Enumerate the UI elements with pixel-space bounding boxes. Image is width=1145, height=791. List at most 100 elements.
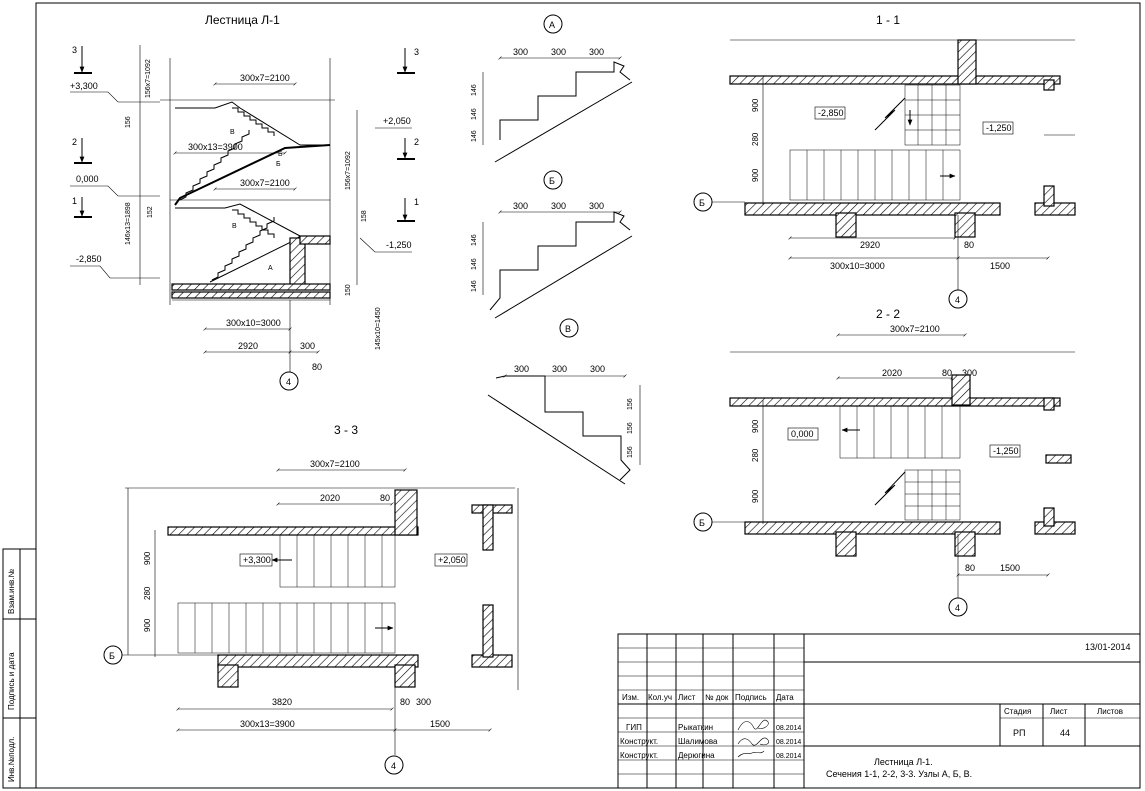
svg-text:280: 280 bbox=[751, 132, 760, 146]
elevation-section: Лестница Л-1 3 +3,300 2 bbox=[70, 13, 419, 391]
svg-text:300: 300 bbox=[416, 697, 431, 707]
svg-text:145x10=1450: 145x10=1450 bbox=[375, 307, 382, 350]
sheet-frame bbox=[35, 2, 1141, 789]
svg-text:4: 4 bbox=[286, 377, 291, 387]
svg-text:1 - 1: 1 - 1 bbox=[876, 13, 900, 27]
svg-text:146x13=1898: 146x13=1898 bbox=[125, 202, 132, 245]
svg-text:2: 2 bbox=[72, 137, 77, 147]
svg-text:-2,850: -2,850 bbox=[76, 254, 102, 264]
svg-text:+3,300: +3,300 bbox=[70, 81, 98, 91]
svg-text:150: 150 bbox=[345, 284, 352, 296]
svg-text:Б: Б bbox=[276, 161, 281, 168]
svg-text:300x10=3000: 300x10=3000 bbox=[830, 261, 885, 271]
svg-text:2020: 2020 bbox=[882, 368, 902, 378]
svg-text:300x10=3000: 300x10=3000 bbox=[226, 318, 281, 328]
level-marker-2-left: 2 0,000 bbox=[70, 137, 160, 197]
svg-text:3820: 3820 bbox=[272, 697, 292, 707]
svg-text:900: 900 bbox=[751, 98, 760, 112]
drawing-title-1: Лестница Л-1. bbox=[874, 757, 933, 767]
svg-text:4: 4 bbox=[391, 761, 396, 771]
title-block: Изм. Кол.уч Лист № док Подпись Дата ГИП … bbox=[617, 633, 1141, 789]
svg-text:300x7=2100: 300x7=2100 bbox=[240, 178, 290, 188]
svg-text:№ док: № док bbox=[705, 693, 729, 702]
svg-text:300: 300 bbox=[962, 368, 977, 378]
svg-text:2020: 2020 bbox=[320, 493, 340, 503]
svg-text:300: 300 bbox=[514, 364, 529, 374]
svg-text:2920: 2920 bbox=[238, 341, 258, 351]
svg-text:Конструкт.: Конструкт. bbox=[620, 737, 658, 746]
svg-text:300: 300 bbox=[552, 364, 567, 374]
svg-text:Лист: Лист bbox=[1050, 707, 1068, 716]
svg-text:300: 300 bbox=[589, 47, 604, 57]
level-marker-1-left: 1 -2,850 bbox=[70, 196, 160, 279]
svg-text:146: 146 bbox=[471, 258, 478, 270]
svg-text:900: 900 bbox=[143, 618, 152, 632]
svg-text:146: 146 bbox=[471, 280, 478, 292]
stamp-field-replace: Взам.инв.№ bbox=[7, 568, 16, 614]
svg-text:Листов: Листов bbox=[1097, 707, 1123, 716]
svg-text:900: 900 bbox=[751, 168, 760, 182]
svg-text:300x7=2100: 300x7=2100 bbox=[310, 459, 360, 469]
plan-2-2: 2 - 2 300x7=2100 2020 80 300 bbox=[693, 307, 1076, 617]
svg-text:152: 152 bbox=[147, 206, 154, 218]
svg-text:300: 300 bbox=[513, 47, 528, 57]
svg-text:80: 80 bbox=[312, 362, 322, 372]
svg-text:В: В bbox=[232, 223, 237, 230]
stamp-field-inv: Инв.№подл. bbox=[7, 737, 16, 782]
svg-text:280: 280 bbox=[143, 586, 152, 600]
svg-text:А: А bbox=[268, 265, 273, 272]
svg-text:900: 900 bbox=[751, 419, 760, 433]
svg-text:900: 900 bbox=[751, 489, 760, 503]
svg-text:3 - 3: 3 - 3 bbox=[334, 423, 358, 437]
svg-text:300: 300 bbox=[590, 364, 605, 374]
plan-3-3: 3 - 3 300x7=2100 2020 80 300 bbox=[103, 423, 519, 775]
svg-text:156: 156 bbox=[125, 116, 132, 128]
svg-text:300x13=3900: 300x13=3900 bbox=[188, 142, 243, 152]
svg-text:ГИП: ГИП bbox=[626, 723, 642, 732]
level-marker-2-right: +2,050 2 bbox=[375, 116, 419, 160]
svg-text:300x7=2100: 300x7=2100 bbox=[890, 324, 940, 334]
svg-text:156x7=1092: 156x7=1092 bbox=[345, 151, 352, 190]
svg-text:300x7=2100: 300x7=2100 bbox=[240, 73, 290, 83]
svg-text:0,000: 0,000 bbox=[76, 174, 99, 184]
svg-text:80: 80 bbox=[400, 697, 410, 707]
svg-text:Стадия: Стадия bbox=[1004, 707, 1031, 716]
drawing-title-2: Сечения 1-1, 2-2, 3-3. Узлы А, Б, В. bbox=[826, 769, 972, 779]
svg-text:Б: Б bbox=[109, 651, 115, 661]
svg-text:146: 146 bbox=[471, 130, 478, 142]
svg-text:80: 80 bbox=[965, 563, 975, 573]
svg-text:300: 300 bbox=[551, 201, 566, 211]
svg-text:08.2014: 08.2014 bbox=[776, 753, 801, 760]
svg-text:300: 300 bbox=[300, 341, 315, 351]
svg-text:280: 280 bbox=[751, 448, 760, 462]
level-marker-3-left: 3 +3,300 bbox=[70, 45, 160, 103]
axis-4-bubble bbox=[279, 371, 299, 391]
svg-text:300: 300 bbox=[513, 201, 528, 211]
svg-text:+2,050: +2,050 bbox=[438, 555, 466, 565]
svg-text:Подпись: Подпись bbox=[735, 693, 767, 702]
svg-text:300: 300 bbox=[551, 47, 566, 57]
node-a: А 300 300 300 146 146 146 bbox=[471, 14, 633, 163]
svg-text:1: 1 bbox=[72, 196, 77, 206]
svg-text:156: 156 bbox=[627, 422, 634, 434]
svg-text:2920: 2920 bbox=[860, 240, 880, 250]
svg-text:146: 146 bbox=[471, 108, 478, 120]
svg-text:156: 156 bbox=[627, 446, 634, 458]
svg-text:-1,250: -1,250 bbox=[386, 240, 412, 250]
svg-text:2 - 2: 2 - 2 bbox=[876, 307, 900, 321]
svg-text:-2,850: -2,850 bbox=[818, 108, 844, 118]
svg-text:1: 1 bbox=[414, 197, 419, 207]
svg-text:156x7=1092: 156x7=1092 bbox=[145, 59, 152, 98]
svg-text:900: 900 bbox=[143, 551, 152, 565]
svg-text:146: 146 bbox=[471, 84, 478, 96]
level-marker-1-right: 1 -1,250 bbox=[359, 197, 419, 253]
svg-text:Б: Б bbox=[699, 518, 705, 528]
svg-text:08.2014: 08.2014 bbox=[776, 725, 801, 732]
svg-text:Б: Б bbox=[549, 176, 555, 186]
svg-text:0,000: 0,000 bbox=[791, 429, 814, 439]
svg-text:-1,250: -1,250 bbox=[993, 446, 1019, 456]
svg-text:Дата: Дата bbox=[776, 693, 794, 702]
level-marker-3-right: 3 bbox=[397, 47, 419, 74]
svg-text:300: 300 bbox=[589, 201, 604, 211]
